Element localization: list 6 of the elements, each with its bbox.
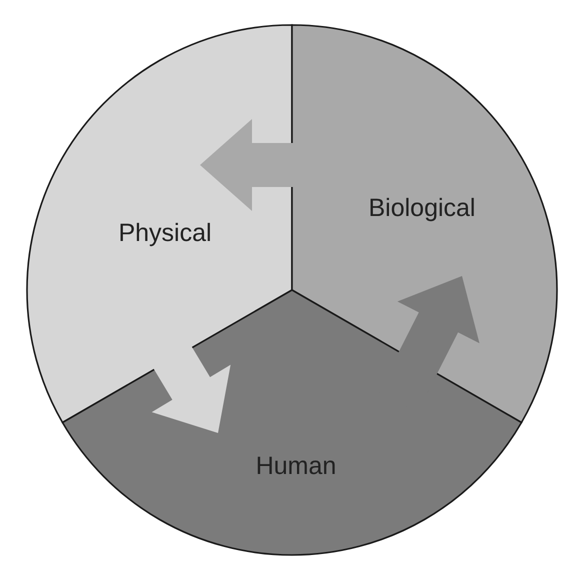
sector-label: Human bbox=[256, 452, 336, 481]
pie-sector bbox=[62, 289, 522, 556]
sector-label: Physical bbox=[118, 219, 212, 248]
pie-sector bbox=[26, 24, 293, 424]
pie-sector bbox=[291, 24, 558, 424]
sector-label: Biological bbox=[368, 194, 476, 223]
